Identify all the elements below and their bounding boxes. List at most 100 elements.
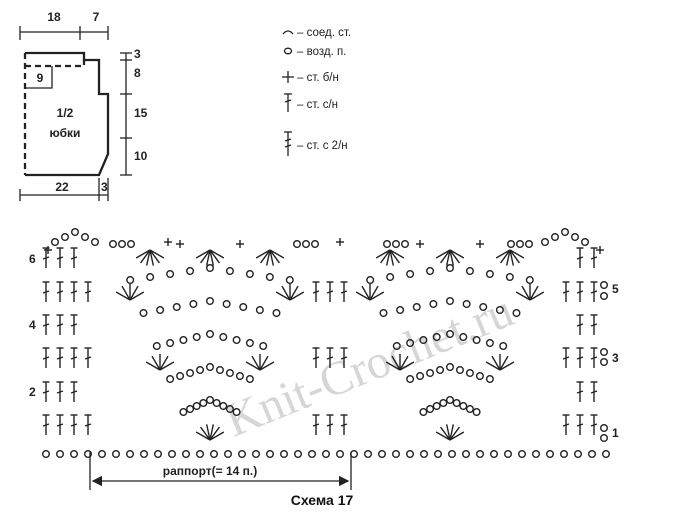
fan-stitch — [209, 249, 215, 266]
double-crochet-bar — [42, 390, 50, 394]
fan-stitch — [205, 249, 211, 266]
legend: – соед. ст. – возд. п. – ст. б/н – ст. с… — [282, 27, 351, 156]
fan-stitch — [145, 361, 161, 371]
fan-stitch — [135, 249, 151, 259]
fan-stitch — [491, 355, 501, 371]
chain-stitch — [186, 405, 195, 414]
chain-stitch — [239, 303, 248, 312]
fan-stitch — [115, 291, 131, 301]
double-crochet-bar — [562, 356, 570, 360]
fan-stitch — [499, 355, 509, 371]
fan-stitch — [269, 249, 285, 259]
chain-stitch — [546, 450, 555, 459]
chart-title: Схема 17 — [291, 492, 354, 508]
chain-stitch — [459, 333, 468, 342]
fan-stitch — [391, 355, 401, 371]
chain-stitch — [293, 239, 302, 248]
chain-stitch — [179, 408, 188, 417]
fan-stitch — [195, 249, 211, 259]
chain-stitch — [266, 450, 275, 459]
skirt-label-line1: 1/2 — [57, 106, 74, 120]
chain-stitch — [571, 232, 580, 241]
chain-stitch — [172, 303, 181, 312]
skirt-label-line2: юбки — [50, 126, 81, 140]
chain-stitch — [507, 239, 516, 248]
fan-stitch — [265, 249, 271, 266]
double-crochet-bar — [590, 390, 598, 394]
chain-stitch — [600, 434, 609, 443]
chain-stitch — [446, 264, 455, 273]
fan-stitch — [259, 361, 275, 371]
fan-stitch — [449, 426, 460, 441]
chain-stitch — [322, 450, 331, 459]
legend-label-dc: – ст. с/н — [297, 99, 338, 111]
chain-stitch — [505, 273, 514, 282]
chain-stitch — [51, 237, 60, 246]
fan-stitch — [129, 291, 145, 301]
fan-stitch — [529, 291, 545, 301]
chain-stitch — [419, 336, 428, 345]
chain-stitch — [364, 450, 373, 459]
fan-stitch — [449, 424, 455, 441]
double-crochet-bar — [590, 256, 598, 260]
chain-stitch — [215, 366, 224, 375]
chain-stitch — [56, 450, 65, 459]
chain-stitch — [196, 366, 205, 375]
chain-stitch — [476, 450, 485, 459]
repeat-label: раппорт(= 14 п.) — [163, 464, 257, 478]
chain-stitch — [166, 375, 175, 384]
chain-stitch — [600, 348, 609, 357]
chain-stitch — [265, 273, 274, 282]
chain-stitch — [117, 239, 126, 248]
waist-dashed-line — [25, 60, 86, 68]
chain-stitch — [179, 336, 188, 345]
fan-stitch — [289, 285, 299, 301]
fan-stitch — [509, 249, 515, 266]
double-crochet-bar — [42, 356, 50, 360]
fan-stitch — [509, 249, 525, 259]
repeat-label-bg — [140, 463, 280, 479]
double-crochet-symbol — [284, 93, 292, 112]
fan-stitch — [529, 285, 539, 301]
chain-stitch — [69, 450, 78, 459]
fan-stitch — [435, 431, 451, 441]
fan-stitch — [159, 355, 169, 371]
chain-stitch — [125, 450, 134, 459]
fan-stitch — [149, 249, 160, 264]
double-crochet-bar — [576, 390, 584, 394]
fan-stitch — [515, 291, 531, 301]
chain-stitch — [153, 450, 162, 459]
fan-stitch — [195, 431, 211, 441]
chain-stitch — [581, 237, 590, 246]
chain-stitch — [225, 369, 234, 378]
double-crochet-bar — [70, 423, 78, 427]
chain-stitch — [490, 450, 499, 459]
chain-stitch — [465, 267, 474, 276]
chain-stitch — [223, 450, 232, 459]
chain-stitch — [280, 450, 289, 459]
dim-top-left: 18 — [47, 10, 61, 24]
fan-stitch — [389, 249, 395, 266]
chain-stitch — [485, 339, 494, 348]
dim-top-right: 7 — [93, 10, 100, 24]
chain-stitch — [186, 369, 195, 378]
chain-stitch — [472, 336, 481, 345]
chain-stitch — [245, 375, 254, 384]
chain-stitch — [285, 276, 294, 285]
chain-stitch — [485, 375, 494, 384]
chain-stitch — [485, 270, 494, 279]
fan-stitch — [389, 249, 400, 264]
chain-stitch — [495, 306, 504, 315]
fan-stitch — [149, 249, 155, 266]
dim-right-1: 3 — [134, 47, 141, 61]
fan-stitch — [355, 291, 371, 301]
row-number-3: 3 — [612, 351, 619, 365]
double-crochet-bar — [562, 290, 570, 294]
chain-stitch — [209, 450, 218, 459]
double-crochet-bar — [56, 256, 64, 260]
chain-stitch — [429, 300, 438, 309]
chain-stitch — [392, 239, 401, 248]
chain-stitch — [600, 281, 609, 290]
legend-label-sc: – ст. б/н — [297, 72, 339, 84]
